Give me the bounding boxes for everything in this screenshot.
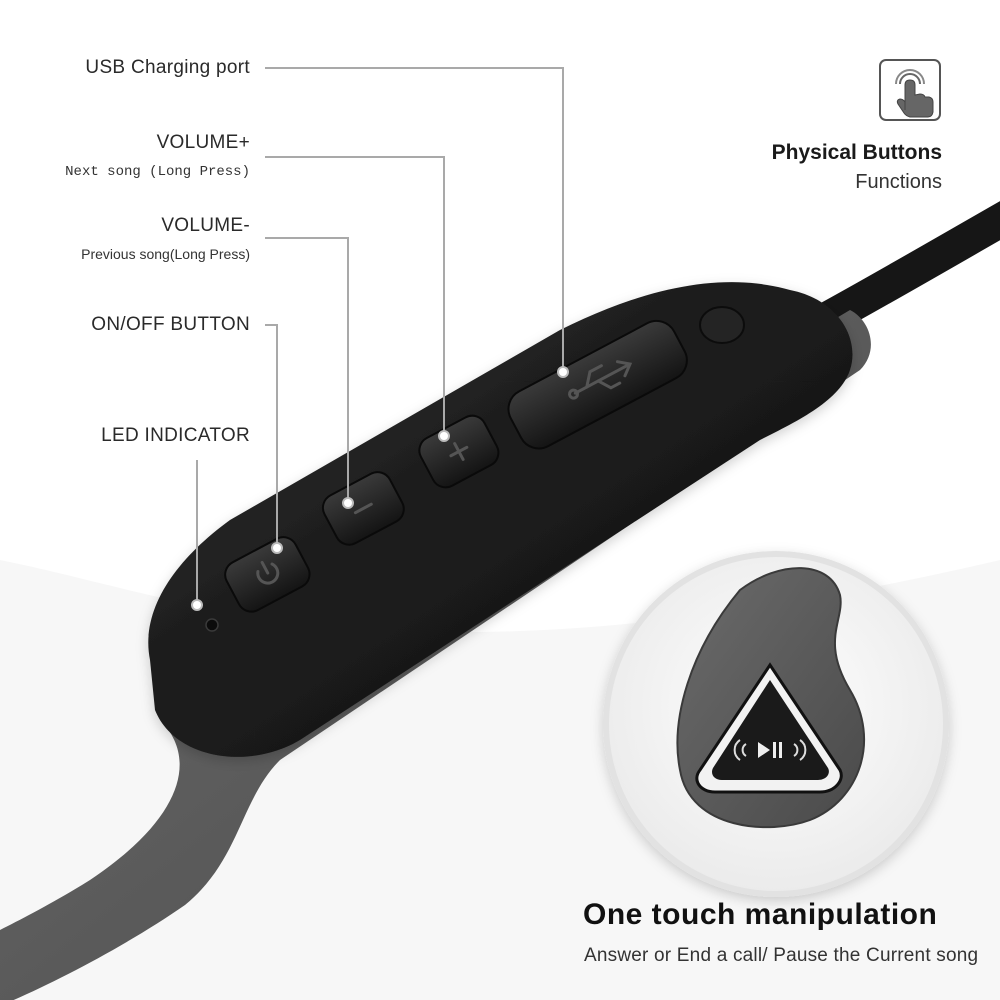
usb-symbol-icon bbox=[568, 360, 633, 400]
one-touch-inset bbox=[603, 551, 949, 897]
volume-up-sub: Next song (Long Press) bbox=[65, 164, 250, 180]
power-label: ON/OFF BUTTON bbox=[91, 314, 250, 335]
play-pause-button[interactable] bbox=[712, 680, 829, 780]
physical-buttons-title: Physical Buttons bbox=[771, 141, 942, 164]
usb-label: USB Charging port bbox=[85, 57, 250, 78]
cable bbox=[808, 201, 1000, 337]
leader-dots bbox=[191, 366, 569, 611]
plus-icon bbox=[449, 442, 469, 461]
leader-lines bbox=[196, 67, 564, 605]
minus-icon bbox=[353, 502, 373, 515]
sensor-bump bbox=[699, 306, 745, 344]
play-pause-icon bbox=[733, 739, 807, 761]
control-unit bbox=[148, 282, 853, 757]
usb-port-cover[interactable] bbox=[501, 314, 693, 456]
led-label: LED INDICATOR bbox=[101, 425, 250, 446]
led-indicator bbox=[205, 618, 219, 632]
physical-buttons-subtitle: Functions bbox=[855, 171, 942, 193]
touch-hand-icon bbox=[879, 59, 941, 121]
volume-down-sub: Previous song(Long Press) bbox=[81, 246, 250, 262]
power-icon bbox=[256, 560, 280, 585]
one-touch-title: One touch manipulation bbox=[583, 898, 938, 931]
volume-down-button[interactable] bbox=[318, 467, 409, 549]
one-touch-subtitle: Answer or End a call/ Pause the Current … bbox=[584, 945, 979, 966]
volume-up-label: VOLUME+ bbox=[156, 132, 250, 153]
volume-down-label: VOLUME- bbox=[161, 215, 250, 236]
power-button[interactable] bbox=[220, 532, 314, 616]
